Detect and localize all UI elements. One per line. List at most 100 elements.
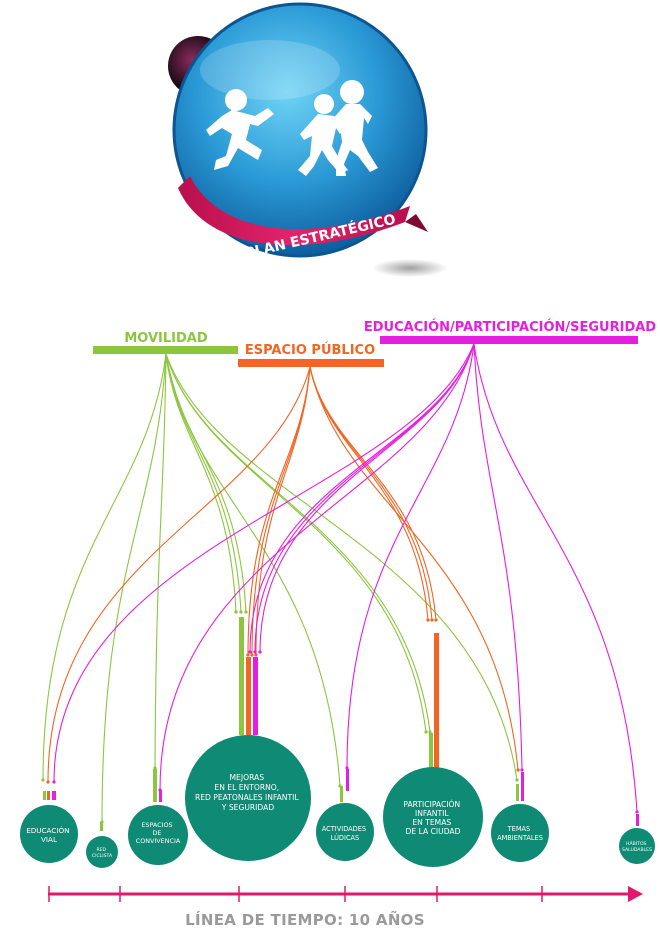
connector-endpoint: [234, 610, 238, 614]
category-bar: [93, 346, 238, 354]
running-children-icon: [206, 80, 378, 176]
category-bar: [380, 336, 638, 344]
node-circle: [619, 828, 655, 864]
indicator-bar-orange: [47, 791, 50, 800]
node-actividades-ludicas: ACTIVIDADES LÚDICAS: [316, 803, 374, 861]
connector-endpoint: [424, 730, 428, 734]
connector-curve: [309, 366, 519, 771]
node-label: ESPACIOS DE CONVIVENCIA: [136, 821, 181, 845]
indicator-bars: [43, 617, 639, 831]
connector-endpoint: [635, 810, 639, 814]
connector-endpoint: [516, 768, 520, 772]
node-label: RED CICLISTA: [92, 847, 113, 859]
indicator-bar-green: [516, 784, 519, 801]
category-bar: [238, 359, 384, 367]
node-espacios-convivencia: ESPACIOS DE CONVIVENCIA: [128, 805, 188, 865]
connector-endpoint: [434, 618, 438, 622]
indicator-bar-orange: [246, 657, 251, 735]
indicator-bar-magenta: [52, 791, 56, 800]
connector-curve: [165, 353, 427, 733]
timeline-label: LÍNEA DE TIEMPO: 10 AÑOS: [185, 910, 425, 929]
connector-curve: [259, 343, 475, 653]
node-label: TEMAS AMBIENTALES: [497, 825, 543, 842]
connector-endpoint: [515, 778, 519, 782]
connector-endpoint: [254, 653, 258, 657]
node-circle: [86, 836, 118, 868]
connector-curve: [165, 353, 237, 613]
connector-curve: [165, 353, 247, 613]
connector-curve: [154, 353, 167, 769]
connector-endpoint: [426, 618, 430, 622]
node-label: HÁBITOS SALUDABLES: [622, 840, 652, 853]
node-label: EDUCACIÓN VIAL: [26, 826, 72, 844]
indicator-bar-magenta: [253, 657, 258, 735]
indicator-bar-magenta: [521, 772, 524, 801]
connector-endpoint: [520, 768, 524, 772]
connector-endpoint: [248, 650, 252, 654]
connector-curve: [309, 366, 437, 621]
indicator-bar-orange: [434, 633, 439, 769]
category-label: EDUCACIÓN/PARTICIPACIÓN/SEGURIDAD: [364, 319, 656, 335]
node-circle: [383, 767, 483, 867]
connector-curve: [165, 353, 341, 787]
connector-endpoint: [428, 730, 432, 734]
indicator-bar-green: [340, 786, 343, 802]
indicator-bar-green: [153, 769, 157, 802]
connector-endpoint: [345, 766, 349, 770]
connector-endpoint: [153, 766, 157, 770]
logo-sphere: [172, 2, 428, 258]
node-label: ACTIVIDADES LÚDICAS: [322, 825, 368, 842]
node-circle: [128, 805, 188, 865]
connector-curve: [473, 343, 638, 813]
connector-endpoint: [46, 780, 50, 784]
indicator-bar-magenta: [636, 814, 639, 826]
connector-endpoint: [250, 653, 254, 657]
indicator-bar-magenta: [159, 790, 162, 802]
node-participacion-infantil: PARTICIPACIÓN INFANTIL EN TEMAS DE LA CI…: [383, 767, 483, 867]
node-mejoras-entorno: MEJORAS EN EL ENTORNO, RED PEATONALES IN…: [185, 735, 311, 861]
node-educacion-vial: EDUCACIÓN VIAL: [20, 805, 78, 863]
node-temas-ambientales: TEMAS AMBIENTALES: [491, 804, 549, 862]
timeline-arrow-icon: [628, 886, 643, 902]
node-circle: [316, 803, 374, 861]
node-red-ciclista: RED CICLISTA: [86, 836, 118, 868]
connector-endpoint: [258, 650, 262, 654]
node-label: MEJORAS EN EL ENTORNO, RED PEATONALES IN…: [195, 773, 301, 812]
logo-sphere-highlight: [200, 40, 340, 100]
category-label: ESPACIO PÚBLICO: [245, 342, 375, 358]
category-label: MOVILIDAD: [124, 331, 208, 346]
connector-curve: [251, 366, 311, 656]
connector-curve: [101, 353, 167, 823]
node-circle: [20, 805, 78, 863]
connector-curve: [165, 353, 518, 781]
connector-curve: [473, 343, 523, 771]
connector-endpoint: [430, 618, 434, 622]
indicator-bar-green: [429, 733, 433, 769]
connector-endpoint: [253, 650, 257, 654]
connector-curve: [47, 366, 311, 783]
connector-endpoint: [246, 653, 250, 657]
indicator-bar-green: [239, 617, 244, 735]
indicator-bar-green: [100, 822, 103, 831]
node-habitos-saludables: HÁBITOS SALUDABLES: [619, 828, 655, 864]
connector-curve: [53, 343, 475, 783]
indicator-bar-green: [43, 791, 46, 800]
connector-curve: [255, 366, 311, 656]
plan-logo: PLAN ESTRATÉGICO: [168, 2, 448, 277]
node-label: PARTICIPACIÓN INFANTIL EN TEMAS DE LA CI…: [403, 800, 462, 836]
category-movilidad: MOVILIDAD: [93, 331, 238, 354]
connector-endpoint: [239, 610, 243, 614]
connector-endpoint: [41, 778, 45, 782]
connector-endpoint: [244, 610, 248, 614]
connector-curve: [42, 353, 167, 781]
indicator-bar-magenta: [346, 769, 349, 791]
logo-ribbon: [178, 176, 410, 246]
category-educacion: EDUCACIÓN/PARTICIPACIÓN/SEGURIDAD: [364, 319, 656, 344]
connector-curve: [254, 343, 475, 653]
connector-endpoint: [52, 780, 56, 784]
connector-curve: [346, 343, 475, 769]
category-espacio-publico: ESPACIO PÚBLICO: [238, 342, 384, 367]
node-circle: [185, 735, 311, 861]
connector-curve: [165, 353, 431, 733]
